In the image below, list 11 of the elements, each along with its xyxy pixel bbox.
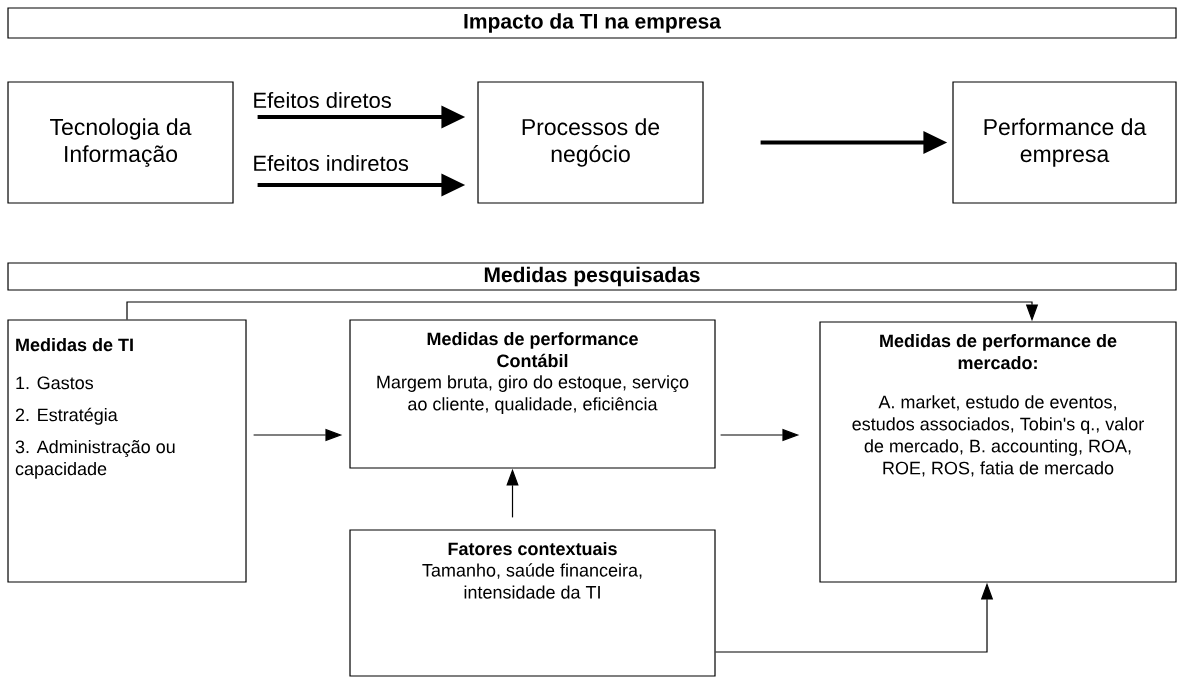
measure-box: Medidas de performance Contábil Margem bruta, giro do estoque, serviço ao cliente, qualidade, eficiência	[349, 319, 716, 469]
measure-box: Medidas de performance de mercado: A. market, estudo de eventos, estudos associados, Tobin's q., valor de mercado, B. accounting, ROA, ROE, ROS, fatia de mercado	[819, 321, 1177, 583]
measure-box: Medidas de TI 1. Gastos 2. Estratégia 3. Administração ou capacidade	[7, 319, 247, 583]
title-band: Impacto da TI na empresa	[7, 7, 1177, 39]
process-box: Performance da empresa	[952, 81, 1177, 204]
process-box: Tecnologia da Informação	[7, 81, 234, 204]
edge-label: Efeitos diretos	[250, 89, 394, 111]
edge-label: Efeitos indiretos	[250, 152, 411, 174]
factor-box: Fatores contextuais Tamanho, saúde financeira, intensidade da TI	[349, 529, 716, 677]
process-box: Processos de negócio	[477, 81, 704, 204]
section-band: Medidas pesquisadas	[7, 262, 1177, 291]
